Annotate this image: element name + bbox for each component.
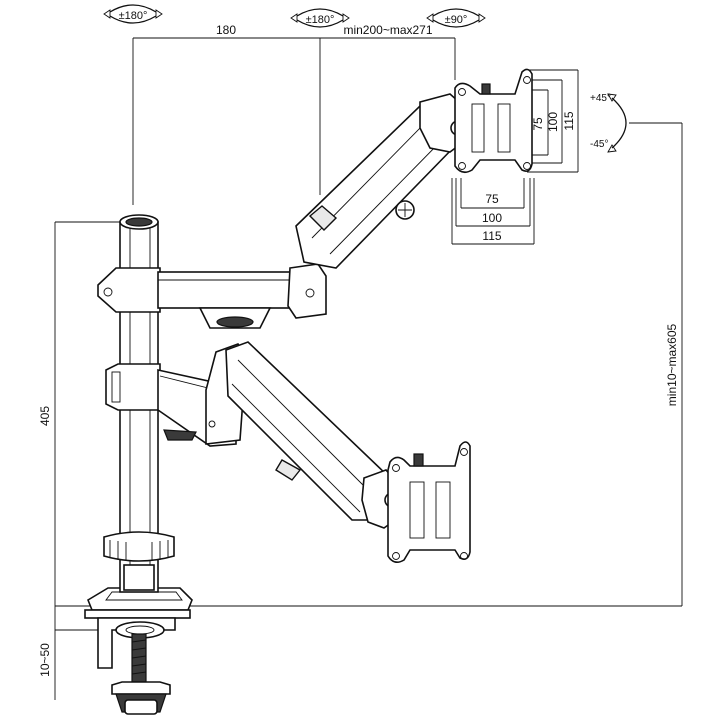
- upper-arm: [97, 93, 467, 329]
- right-dimension-lines: min10~max605: [190, 122, 683, 607]
- arm-swivel-label: ±180°: [306, 14, 335, 26]
- lower-vesa-plate: [387, 441, 471, 564]
- plate-rotate-badge: ±90°: [426, 8, 486, 28]
- pole-height-dimension: 405: [38, 406, 52, 426]
- top-dimension-lines: 180 min200~max271: [132, 23, 456, 205]
- tilt-down-label: -45°: [590, 139, 608, 150]
- arm-span-dimension: 180: [216, 23, 236, 37]
- clamp-range-dimension: 10~50: [38, 643, 52, 677]
- plate-rotate-label: ±90°: [445, 14, 468, 26]
- height-range-dimension: min10~max605: [665, 323, 679, 406]
- vesa-75-vertical: 75: [531, 117, 545, 131]
- vesa-dimension-block: 75 100 115 75 100 115: [451, 69, 579, 245]
- arm-swivel-badge: ±180°: [290, 8, 350, 28]
- extension-dimension: min200~max271: [343, 23, 432, 37]
- upper-vesa-plate: [454, 68, 533, 174]
- tilt-up-label: +45°: [590, 93, 611, 104]
- vesa-100-vertical: 100: [546, 112, 560, 132]
- vesa-115-vertical: 115: [562, 111, 576, 130]
- base-swivel-label: ±180°: [119, 10, 148, 22]
- desk-clamp: [84, 587, 193, 715]
- vesa-100-horizontal: 100: [482, 211, 502, 225]
- tilt-indicator: +45° -45°: [590, 93, 627, 153]
- vesa-75-horizontal: 75: [485, 192, 499, 206]
- base-swivel-badge: ±180°: [103, 4, 163, 24]
- vesa-115-horizontal: 115: [482, 229, 501, 243]
